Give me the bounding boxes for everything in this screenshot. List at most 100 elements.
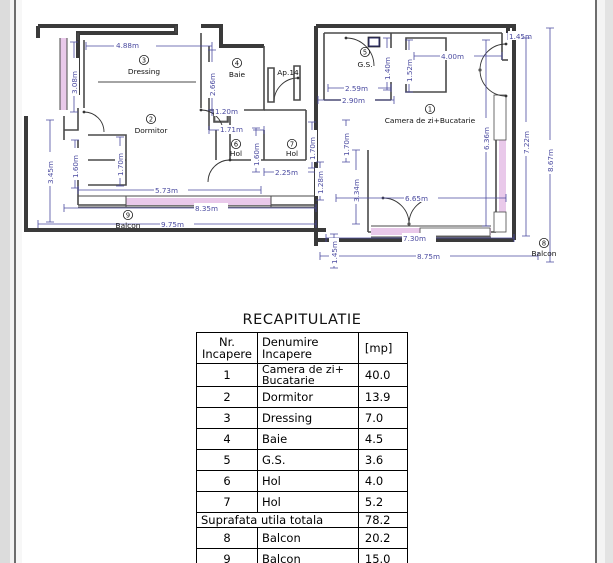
- cell-mp: 15.0: [357, 548, 409, 563]
- dim-867: 8.67m: [546, 149, 555, 172]
- header-nr-incapere: Nr. Incapere: [196, 332, 258, 364]
- room-label-camera: Camera de zi+Bucatarie: [385, 116, 476, 125]
- cell-mp: 20.2: [357, 527, 409, 550]
- cell-name: Baie: [256, 428, 359, 451]
- dim-128: 1.28m: [316, 171, 325, 194]
- cell-name: Hol: [256, 470, 359, 493]
- room-label-hol-6: Hol: [230, 149, 242, 158]
- dim-875: 8.75m: [417, 252, 440, 261]
- dim-145-bottom: 1.45m: [330, 241, 339, 264]
- dim-171: 1.71m: [220, 125, 243, 134]
- dim-636: 6.36m: [482, 127, 491, 150]
- cell-subtotal-label: Suprafata utila totala: [196, 512, 359, 529]
- dim-573: 5.73m: [155, 186, 178, 195]
- room-label-hol-7: Hol: [286, 149, 298, 158]
- dim-400: 4.00m: [441, 52, 464, 61]
- room-number-6: 6: [234, 140, 238, 148]
- header-denumire-incapere: Denumire Incapere: [256, 332, 359, 364]
- dim-160-b: 1.60m: [71, 155, 80, 178]
- room-number-5: 5: [363, 48, 367, 56]
- dim-152: 1.52m: [405, 59, 414, 82]
- cell-mp: 4.0: [357, 470, 409, 493]
- room-label-balcon-9: Balcon: [116, 221, 141, 230]
- cell-nr: 5: [196, 449, 258, 472]
- dim-730: 7.30m: [403, 234, 426, 243]
- cell-nr: 9: [196, 548, 258, 563]
- room-label-gs: G.S.: [357, 60, 372, 69]
- dim-120: 1.20m: [215, 107, 238, 116]
- dim-665: 6.65m: [405, 194, 428, 203]
- floor-plan-drawing: .w{fill:none;stroke:#3a3a3a;stroke-width…: [16, 0, 596, 300]
- dim-266: 2.66m: [208, 73, 217, 96]
- dim-722: 7.22m: [522, 131, 531, 154]
- dim-140: 1.40m: [383, 57, 392, 80]
- cell-name: Balcon: [256, 527, 359, 550]
- dim-290: 2.90m: [342, 96, 365, 105]
- room-number-9: 9: [126, 211, 130, 219]
- dim-488: 4.88m: [116, 41, 139, 50]
- header-den-line1: Denumire: [261, 334, 319, 349]
- page-edge-left-shade: [0, 0, 10, 563]
- cell-nr: 3: [196, 407, 258, 430]
- room-number-7: 7: [290, 140, 294, 148]
- table-header-row: Nr. Incapere Denumire Incapere [mp]: [196, 332, 409, 364]
- cell-nr: 7: [196, 491, 258, 514]
- dim-975: 9.75m: [161, 220, 184, 229]
- room-label-dressing: Dressing: [128, 67, 161, 76]
- page-border-right-line: [595, 0, 597, 563]
- page-edge-left-light: [10, 0, 14, 563]
- header-unit: [mp]: [357, 332, 409, 364]
- cell-name: Dormitor: [256, 386, 359, 409]
- apartment-label: Ap.14: [277, 68, 299, 77]
- room-label-dormitor: Dormitor: [135, 126, 169, 135]
- cell-nr: 6: [196, 470, 258, 493]
- room-number-1: 1: [428, 105, 432, 113]
- dim-225: 2.25m: [275, 168, 298, 177]
- cell-mp: 3.6: [357, 449, 409, 472]
- room-number-2: 2: [149, 115, 153, 123]
- dim-170-b: 1.70m: [116, 153, 125, 176]
- room-number-4: 4: [235, 59, 239, 67]
- room-label-balcon-8: Balcon: [532, 249, 557, 258]
- cell-mp: 40.0: [357, 362, 409, 388]
- header-den-line2: Incapere: [261, 347, 312, 361]
- cell-nr: 8: [196, 527, 258, 550]
- cell-subtotal-mp: 78.2: [357, 512, 409, 529]
- cell-nr: 2: [196, 386, 258, 409]
- header-nr-line2: Incapere: [201, 347, 252, 361]
- cell-name: Hol: [256, 491, 359, 514]
- room-number-8: 8: [542, 239, 546, 247]
- room-label-baie: Baie: [229, 70, 246, 79]
- page-edge-left-inner: [16, 0, 22, 563]
- cell-mp: 7.0: [357, 407, 409, 430]
- cell-mp: 5.2: [357, 491, 409, 514]
- cell-nr: 4: [196, 428, 258, 451]
- page-edge-right-shade: [605, 0, 613, 563]
- dim-259: 2.59m: [345, 84, 368, 93]
- cell-name: Balcon: [256, 548, 359, 563]
- cell-name: Camera de zi+Bucatarie: [256, 362, 359, 388]
- page-edge-right-light: [597, 0, 605, 563]
- dim-835: 8.35m: [195, 204, 218, 213]
- cell-mp: 13.9: [357, 386, 409, 409]
- dim-170-a: 1.70m: [308, 137, 317, 160]
- dim-145-top: 1.45m: [509, 32, 532, 41]
- recapitulatie-title: RECAPITULATIE: [242, 312, 362, 328]
- header-nr-line1: Nr.: [219, 334, 235, 349]
- dim-170-c: 1.70m: [342, 133, 351, 156]
- cell-name: G.S.: [256, 449, 359, 472]
- recapitulatie-section: RECAPITULATIE Nr. Incapere Denumire Inca…: [196, 312, 409, 563]
